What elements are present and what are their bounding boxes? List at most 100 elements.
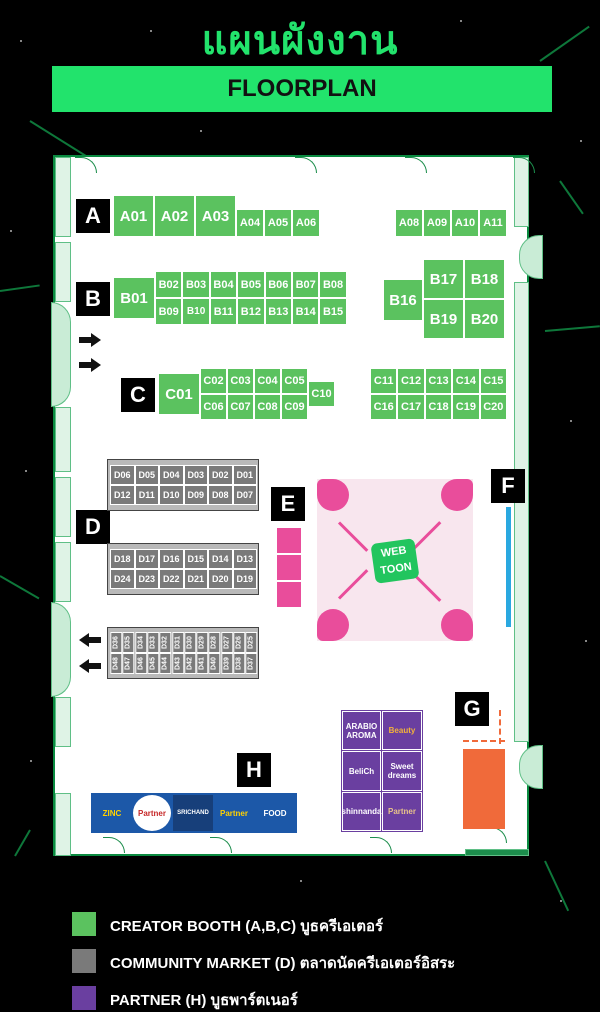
booth-a08[interactable]: A08 xyxy=(395,209,423,237)
partner-logo[interactable]: Sweet dreams xyxy=(382,751,422,791)
booth-d42[interactable]: D42 xyxy=(183,653,197,674)
booth-d47[interactable]: D47 xyxy=(122,653,135,674)
booth-d33[interactable]: D33 xyxy=(146,632,160,653)
booth-c02[interactable]: C02 xyxy=(200,368,227,394)
booth-c19[interactable]: C19 xyxy=(452,394,480,420)
partner-logo[interactable]: SRICHAND xyxy=(173,795,213,831)
booth-d48[interactable]: D48 xyxy=(110,653,123,674)
pink-booth-e1[interactable] xyxy=(276,527,302,554)
booth-a04[interactable]: A04 xyxy=(236,209,264,237)
booth-d23[interactable]: D23 xyxy=(134,569,159,589)
booth-d31[interactable]: D31 xyxy=(171,632,184,653)
booth-d05[interactable]: D05 xyxy=(134,465,159,485)
booth-d43[interactable]: D43 xyxy=(171,653,184,674)
booth-c06[interactable]: C06 xyxy=(200,394,227,420)
booth-b19[interactable]: B19 xyxy=(423,299,464,339)
partner-logo[interactable]: shinnanda xyxy=(342,792,382,831)
booth-d17[interactable]: D17 xyxy=(134,549,159,569)
booth-c05[interactable]: C05 xyxy=(281,368,308,394)
booth-d18[interactable]: D18 xyxy=(110,549,135,569)
booth-d44[interactable]: D44 xyxy=(159,653,172,674)
booth-c13[interactable]: C13 xyxy=(424,368,453,394)
booth-c18[interactable]: C18 xyxy=(424,394,453,420)
booth-b05[interactable]: B05 xyxy=(237,271,265,298)
booth-d46[interactable]: D46 xyxy=(134,653,147,674)
booth-d38[interactable]: D38 xyxy=(233,653,246,674)
booth-d14[interactable]: D14 xyxy=(208,549,233,569)
booth-d10[interactable]: D10 xyxy=(159,485,184,505)
booth-c12[interactable]: C12 xyxy=(397,368,425,394)
booth-d11[interactable]: D11 xyxy=(134,485,159,505)
partner-logo[interactable]: Partner xyxy=(133,795,171,831)
booth-a11[interactable]: A11 xyxy=(479,209,507,237)
booth-d30[interactable]: D30 xyxy=(183,632,197,653)
booth-d28[interactable]: D28 xyxy=(208,632,221,653)
booth-b10[interactable]: B10 xyxy=(182,298,210,325)
partner-logo[interactable]: FOOD xyxy=(263,808,287,818)
booth-d15[interactable]: D15 xyxy=(183,549,208,569)
booth-d25[interactable]: D25 xyxy=(245,632,258,653)
webtoon-stage[interactable]: WEB TOON xyxy=(317,479,473,641)
booth-d19[interactable]: D19 xyxy=(232,569,257,589)
booth-b16[interactable]: B16 xyxy=(383,279,423,321)
booth-d07[interactable]: D07 xyxy=(232,485,257,505)
booth-c10[interactable]: C10 xyxy=(308,381,335,407)
booth-c09[interactable]: C09 xyxy=(281,394,308,420)
booth-d04[interactable]: D04 xyxy=(159,465,184,485)
booth-d12[interactable]: D12 xyxy=(110,485,135,505)
partner-logo[interactable]: Beauty xyxy=(382,711,422,750)
booth-c04[interactable]: C04 xyxy=(254,368,281,394)
partner-logo[interactable]: ARABIO AROMA xyxy=(342,711,381,750)
booth-c20[interactable]: C20 xyxy=(479,394,507,420)
booth-c16[interactable]: C16 xyxy=(370,394,398,420)
partner-logo[interactable]: Partner xyxy=(382,792,422,831)
booth-b09[interactable]: B09 xyxy=(155,298,183,325)
booth-c01[interactable]: C01 xyxy=(158,373,200,415)
booth-b20[interactable]: B20 xyxy=(464,299,505,339)
pink-booth-e3[interactable] xyxy=(276,581,302,608)
pink-booth-e2[interactable] xyxy=(276,554,302,581)
booth-c11[interactable]: C11 xyxy=(370,368,398,394)
booth-b02[interactable]: B02 xyxy=(155,271,183,298)
booth-a03[interactable]: A03 xyxy=(195,195,236,237)
booth-b06[interactable]: B06 xyxy=(264,271,292,298)
booth-d40[interactable]: D40 xyxy=(208,653,221,674)
booth-c14[interactable]: C14 xyxy=(452,368,480,394)
booth-d32[interactable]: D32 xyxy=(159,632,172,653)
booth-b17[interactable]: B17 xyxy=(423,259,464,299)
booth-c08[interactable]: C08 xyxy=(254,394,281,420)
booth-d13[interactable]: D13 xyxy=(232,549,257,569)
booth-d27[interactable]: D27 xyxy=(220,632,233,653)
booth-d09[interactable]: D09 xyxy=(183,485,208,505)
booth-b04[interactable]: B04 xyxy=(209,271,238,298)
booth-b14[interactable]: B14 xyxy=(292,298,320,325)
booth-d29[interactable]: D29 xyxy=(196,632,209,653)
booth-d39[interactable]: D39 xyxy=(220,653,233,674)
booth-c03[interactable]: C03 xyxy=(227,368,254,394)
booth-b11[interactable]: B11 xyxy=(209,298,238,325)
booth-b12[interactable]: B12 xyxy=(237,298,265,325)
booth-d06[interactable]: D06 xyxy=(110,465,135,485)
booth-d41[interactable]: D41 xyxy=(196,653,209,674)
booth-a05[interactable]: A05 xyxy=(264,209,292,237)
booth-d36[interactable]: D36 xyxy=(110,632,123,653)
booth-b07[interactable]: B07 xyxy=(292,271,320,298)
partner-logo[interactable]: Partner xyxy=(219,808,248,818)
booth-a09[interactable]: A09 xyxy=(423,209,451,237)
booth-d01[interactable]: D01 xyxy=(232,465,257,485)
booth-b01[interactable]: B01 xyxy=(113,277,155,319)
booth-a02[interactable]: A02 xyxy=(154,195,195,237)
booth-b15[interactable]: B15 xyxy=(319,298,347,325)
booth-d22[interactable]: D22 xyxy=(159,569,184,589)
booth-d26[interactable]: D26 xyxy=(233,632,246,653)
booth-d08[interactable]: D08 xyxy=(208,485,233,505)
orange-booth-g[interactable] xyxy=(463,749,505,829)
partner-logo[interactable]: ZINC xyxy=(102,808,122,818)
booth-d24[interactable]: D24 xyxy=(110,569,135,589)
booth-d34[interactable]: D34 xyxy=(134,632,147,653)
booth-d02[interactable]: D02 xyxy=(208,465,233,485)
booth-d20[interactable]: D20 xyxy=(208,569,233,589)
booth-b18[interactable]: B18 xyxy=(464,259,505,299)
booth-b03[interactable]: B03 xyxy=(182,271,210,298)
booth-a06[interactable]: A06 xyxy=(292,209,320,237)
